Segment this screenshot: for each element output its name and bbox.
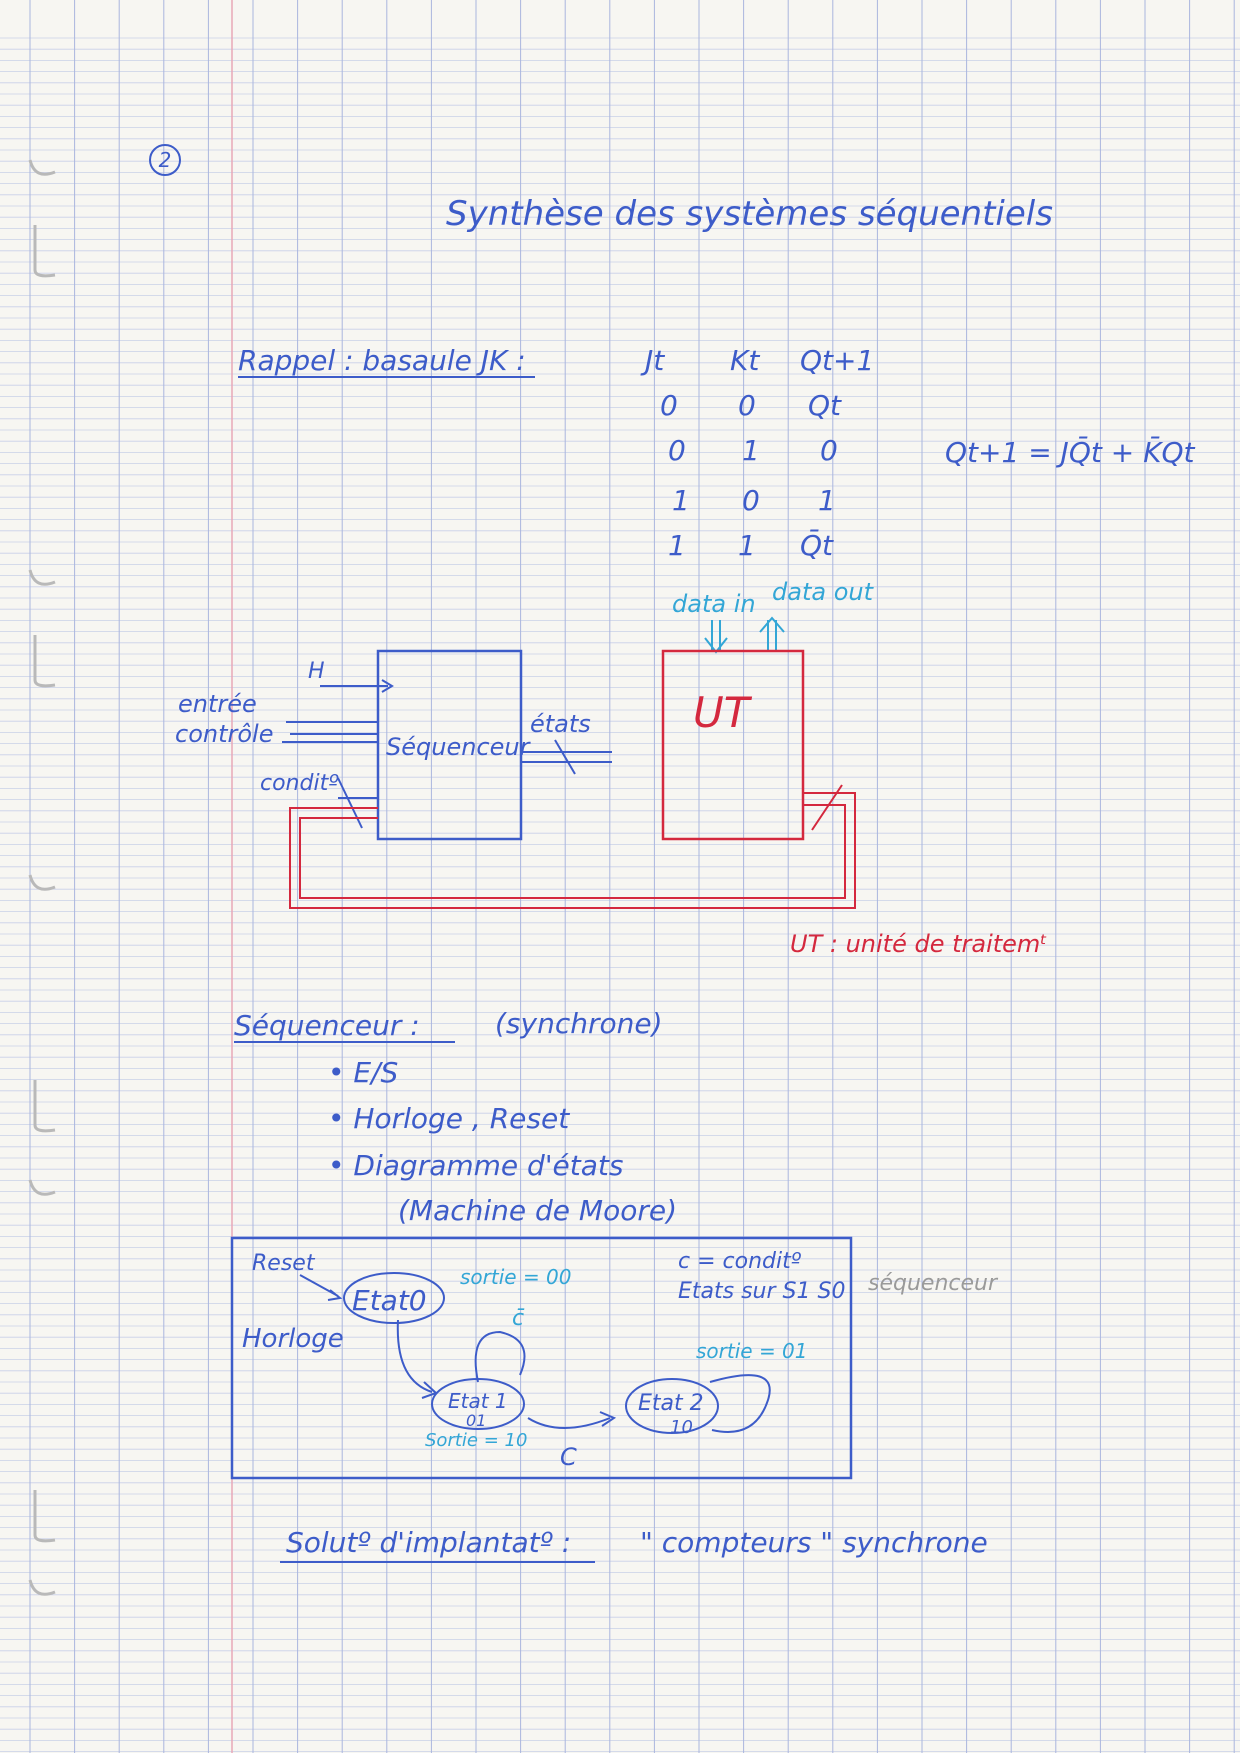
data-out-label: data out	[772, 578, 875, 606]
sequencer-side-label: séquenceur	[868, 1271, 999, 1296]
state-0-label: Etat0	[352, 1284, 427, 1317]
clock-label: H	[308, 659, 325, 684]
bullet-3: • Diagramme d'états	[328, 1149, 623, 1182]
ut-legend: UT : unité de traitemᵗ	[790, 930, 1047, 958]
sequencer-heading: Séquenceur :	[234, 1009, 420, 1042]
condition-label: conditº	[260, 771, 339, 796]
reset-label: Reset	[252, 1251, 316, 1276]
state-0-output: sortie = 00	[460, 1265, 572, 1289]
state-2-circle	[625, 1378, 719, 1434]
table-cell: 1	[738, 529, 756, 562]
sequencer-label: Séquenceur	[386, 733, 532, 761]
state-1-circle	[431, 1378, 525, 1430]
input-label-2: contrôle	[175, 720, 273, 748]
table-cell: 0	[660, 389, 678, 422]
legend-states: Etats sur S1 S0	[678, 1279, 845, 1304]
c-label: C	[560, 1443, 577, 1471]
ut-box	[661, 649, 805, 841]
state-1-code: 01	[466, 1411, 486, 1430]
jk-table: Jt Kt Qt+1 0 0 Qt 0 1 0 1 0 1 1 1 Q̄t	[640, 344, 874, 562]
states-bus	[521, 739, 612, 775]
table-cell: 1	[818, 484, 836, 517]
state-diagram-frame	[230, 1236, 853, 1480]
data-arrows	[704, 616, 785, 654]
page-number-circle	[149, 144, 181, 176]
table-cell: 1	[742, 434, 760, 467]
table-header-j: Jt	[640, 344, 665, 377]
table-cell: 0	[820, 434, 838, 467]
table-cell: 0	[668, 434, 686, 467]
table-header-q: Qt+1	[800, 344, 874, 377]
legend-condition: c = conditº	[678, 1249, 802, 1274]
state-2-label: Etat 2	[638, 1391, 704, 1416]
table-cell: 0	[742, 484, 760, 517]
not-c-label: c̄	[512, 1306, 525, 1331]
implementation-value: " compteurs " synchrone	[640, 1526, 988, 1559]
horloge-label: Horloge	[242, 1324, 344, 1354]
table-header-k: Kt	[730, 344, 760, 377]
sequencer-box	[376, 649, 523, 841]
ut-label: UT	[693, 688, 753, 737]
page-number: 2	[159, 148, 172, 172]
bullet-1: • E/S	[328, 1056, 398, 1089]
table-cell: 0	[738, 389, 756, 422]
page-title: Synthèse des systèmes séquentiels	[446, 194, 1053, 234]
data-in-label: data in	[672, 590, 756, 618]
ut-feedback-loop	[289, 784, 856, 909]
input-lines	[282, 679, 394, 829]
sequencer-sync: (synchrone)	[495, 1007, 663, 1040]
rappel-label: Rappel : basaule JK :	[238, 344, 526, 377]
state-2-output: sortie = 01	[696, 1339, 808, 1363]
table-cell: Q̄t	[800, 528, 834, 562]
state-1-label: Etat 1	[448, 1389, 508, 1413]
moore-label: (Machine de Moore)	[398, 1194, 677, 1227]
bullet-2: • Horloge , Reset	[328, 1102, 570, 1135]
table-cell: 1	[668, 529, 686, 562]
table-cell: 1	[672, 484, 690, 517]
jk-equation: Qt+1 = JQ̄t + K̄Qt	[945, 435, 1195, 469]
state-1-output: Sortie = 10	[425, 1430, 527, 1451]
input-label-1: entrée	[178, 690, 257, 718]
binder-holes	[28, 159, 56, 1596]
states-label: états	[530, 710, 591, 738]
state-2-code: 10	[670, 1417, 693, 1438]
state-0-circle	[343, 1272, 445, 1324]
table-cell: Qt	[808, 389, 842, 422]
implementation-label: Solutº d'implantatº :	[286, 1526, 571, 1559]
